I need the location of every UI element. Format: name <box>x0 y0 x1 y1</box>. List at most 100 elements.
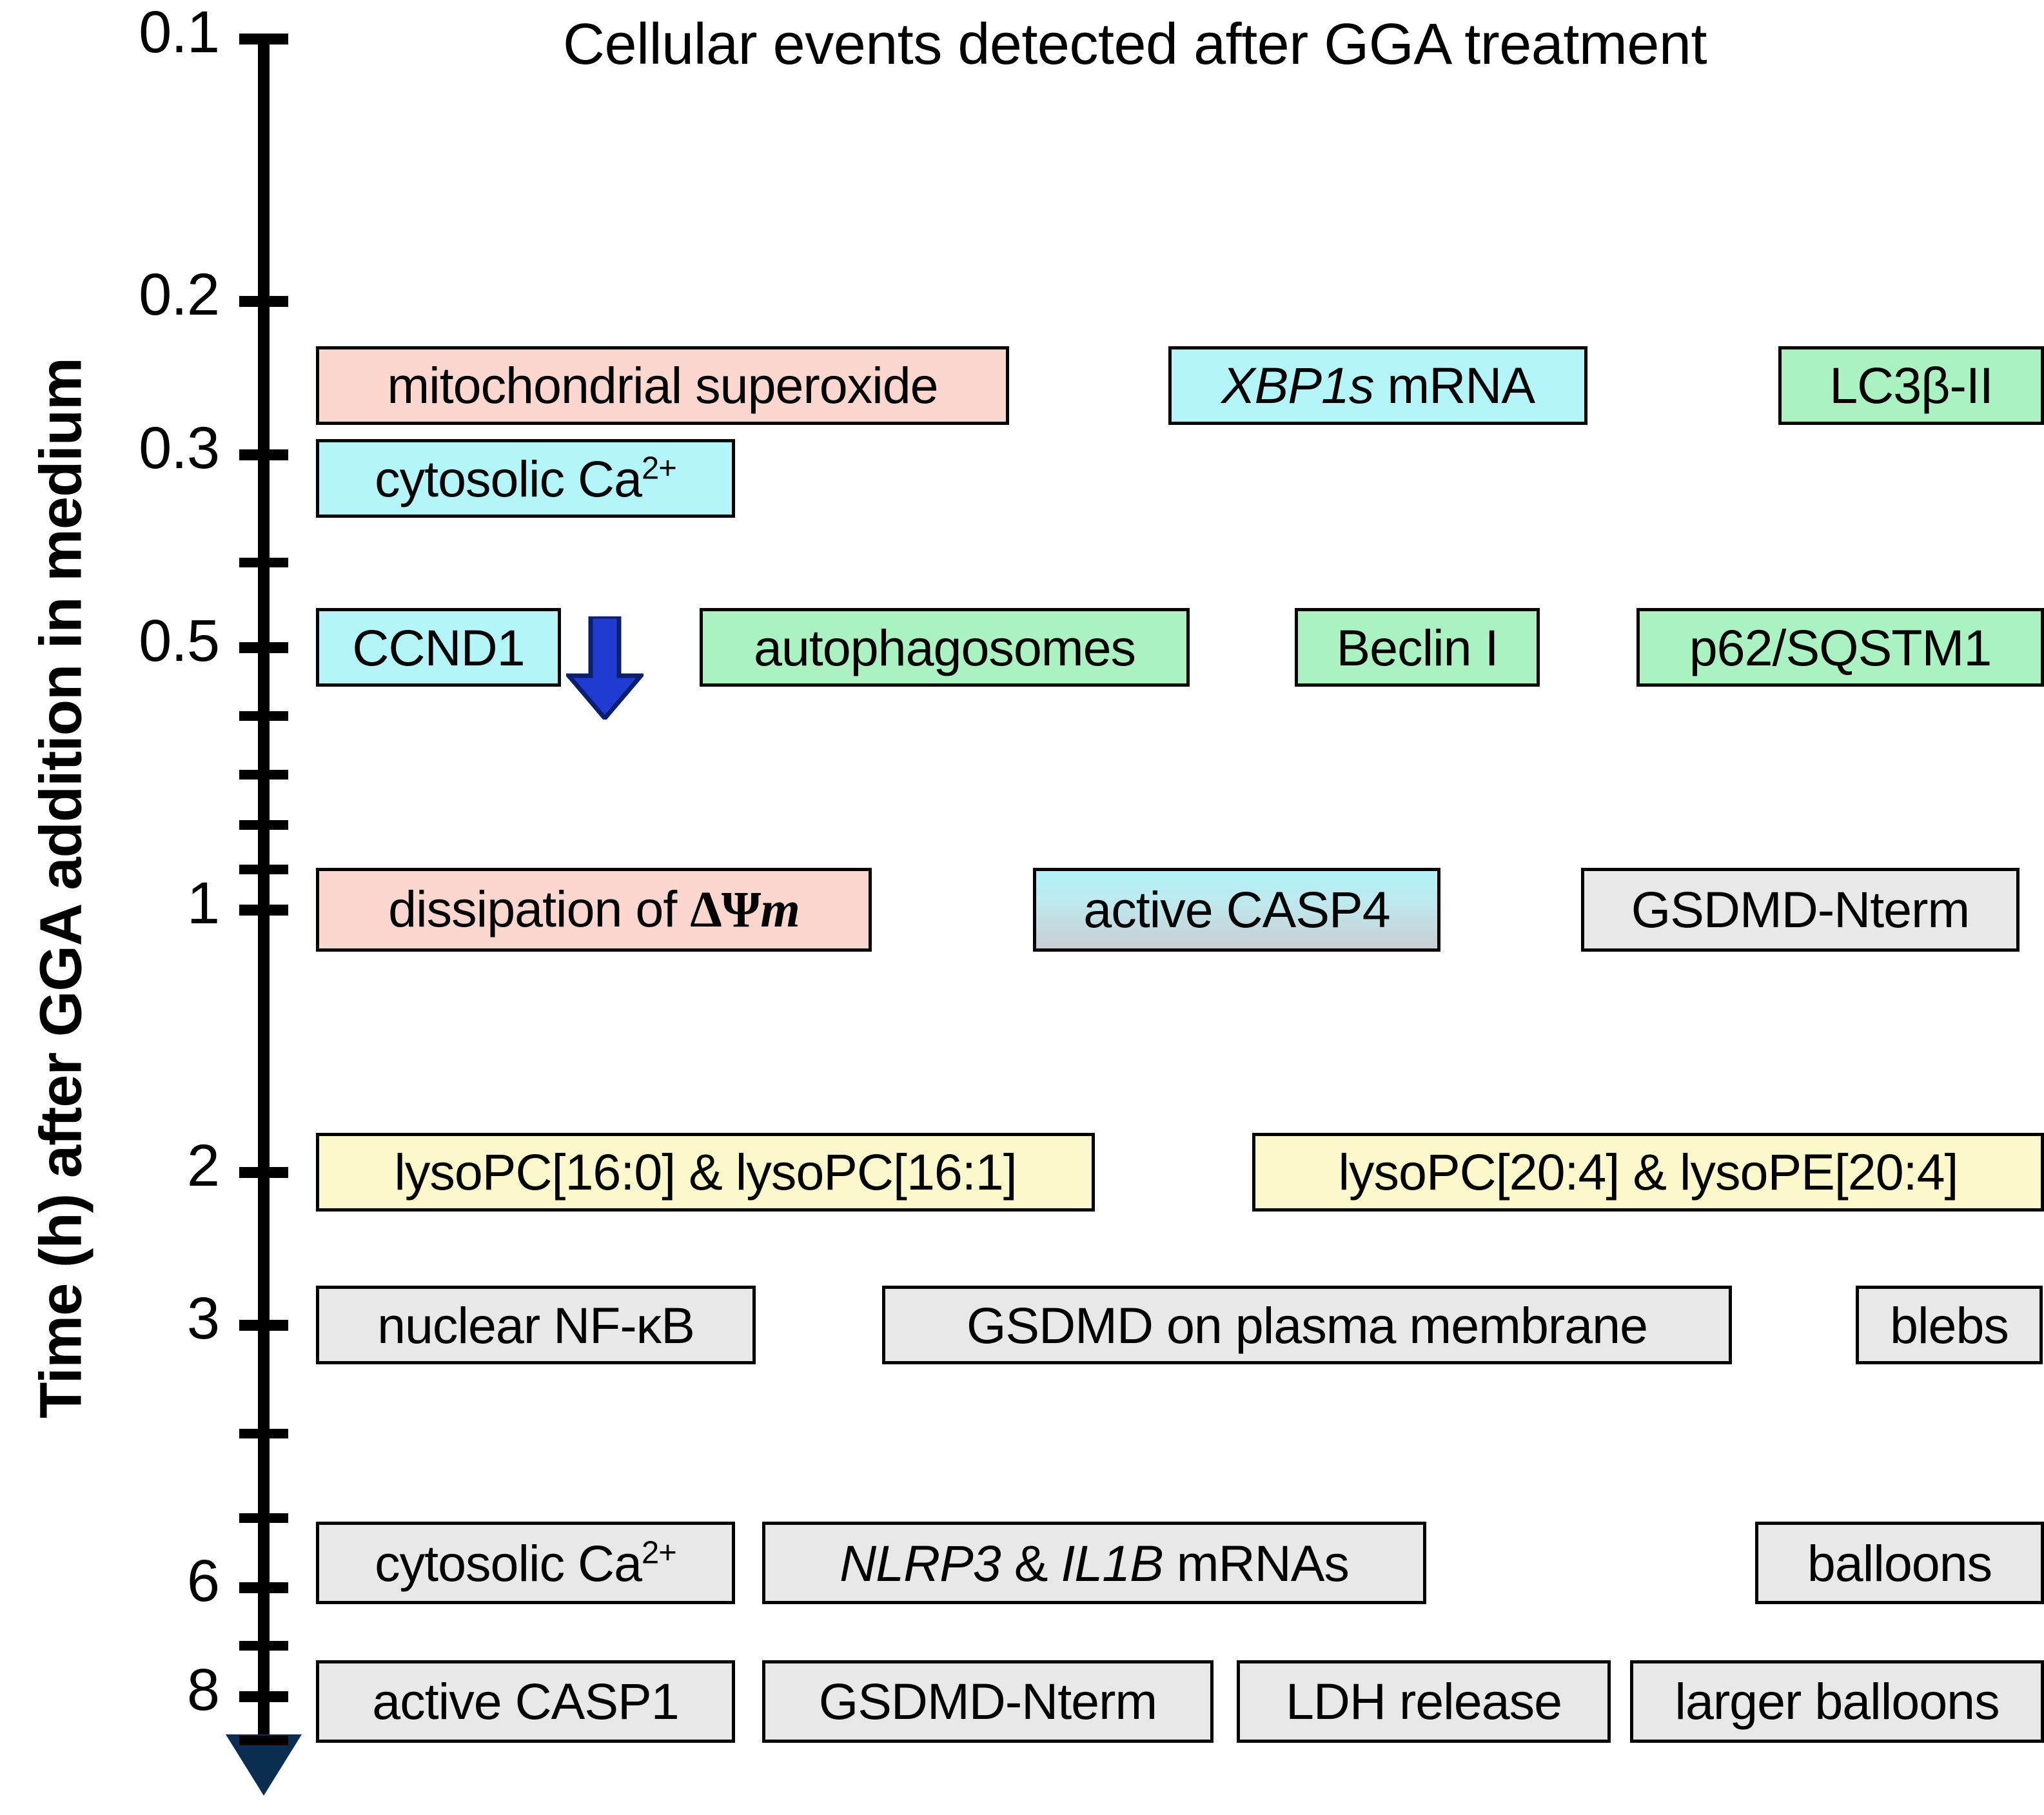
event-label-part: 2+ <box>642 1535 677 1571</box>
axis-tick <box>239 1166 288 1178</box>
event-label: LC3β-II <box>1829 357 1994 415</box>
axis-tick <box>239 1429 288 1439</box>
event-label-part: p62/SQSTM1 <box>1689 618 1992 676</box>
event-label-part: XBP1s <box>1221 357 1375 415</box>
event-label-part: GSDMD-Nterm <box>1631 881 1970 939</box>
event-label: nuclear NF-κB <box>377 1296 695 1354</box>
event-label-part: cytosolic Ca <box>375 449 642 507</box>
event-label: mitochondrial superoxide <box>387 360 938 411</box>
axis-tick-label: 1 <box>186 870 220 936</box>
event-label: cytosolic Ca2+ <box>375 449 677 507</box>
event-box-gsdmd-nterm-8h: GSDMD-Nterm <box>762 1660 1214 1743</box>
event-box-nlrp3-il1b-mrnas: NLRP3 & IL1B mRNAs <box>762 1522 1426 1605</box>
axis-tick <box>239 642 288 654</box>
event-label-part: active CASP4 <box>1083 881 1390 939</box>
event-label-part: mRNA <box>1373 357 1535 415</box>
event-label-part: lysoPC[16:0] & lysoPC[16:1] <box>394 1143 1017 1201</box>
event-label-part: Beclin I <box>1336 618 1499 676</box>
axis-tick-label: 0.2 <box>139 261 220 328</box>
event-label-part: ΔΨ <box>690 882 761 939</box>
axis-tick-label: 8 <box>186 1656 220 1723</box>
event-label-part: cytosolic Ca <box>375 1534 642 1592</box>
axis-tick-label: 2 <box>186 1132 220 1199</box>
event-box-active-casp1: active CASP1 <box>316 1660 735 1743</box>
event-label-part: balloons <box>1807 1534 1992 1592</box>
event-label-part: LDH release <box>1285 1673 1562 1731</box>
axis-tick <box>239 904 288 916</box>
event-box-lysopc-16: lysoPC[16:0] & lysoPC[16:1] <box>316 1132 1095 1212</box>
event-label: p62/SQSTM1 <box>1689 622 1992 673</box>
event-label-part: GSDMD-Nterm <box>818 1673 1157 1731</box>
axis-tick-label: 0.3 <box>139 415 220 481</box>
event-box-mitochondrial-superoxide: mitochondrial superoxide <box>316 346 1009 425</box>
event-label: GSDMD-Nterm <box>1631 881 1970 939</box>
event-label-part: nuclear NF-κB <box>377 1296 695 1354</box>
axis-tick <box>239 1582 288 1594</box>
event-box-dissipation-psi-m: dissipation of ΔΨm <box>316 867 872 952</box>
event-label-part: 2+ <box>642 451 677 486</box>
event-box-ccnd1: CCND1 <box>316 608 561 687</box>
axis-tick-label: 6 <box>186 1548 220 1614</box>
event-label: lysoPC[20:4] & lysoPE[20:4] <box>1338 1146 1958 1197</box>
event-label: active CASP4 <box>1083 884 1390 935</box>
axis-tick-label: 0.1 <box>139 0 220 65</box>
event-label-part: IL1B <box>1061 1534 1164 1592</box>
event-label: CCND1 <box>352 618 525 676</box>
event-box-cytosolic-ca-early: cytosolic Ca2+ <box>316 439 735 518</box>
event-label: LDH release <box>1286 1676 1562 1727</box>
axis-tick <box>239 769 288 780</box>
event-label: Beclin I <box>1336 618 1499 676</box>
event-label: autophagosomes <box>753 618 1136 676</box>
event-label-part: mitochondrial superoxide <box>387 357 938 415</box>
event-label-part: blebs <box>1890 1296 2009 1354</box>
event-label: cytosolic Ca2+ <box>375 1534 677 1592</box>
axis-tick <box>239 1640 288 1651</box>
event-label-part: mRNAs <box>1163 1534 1350 1592</box>
event-box-gsdmd-nterm-1h: GSDMD-Nterm <box>1581 867 2019 952</box>
axis-tick-label: 0.5 <box>139 608 220 674</box>
event-label-part: NLRP3 <box>840 1534 1001 1592</box>
event-label-part: dissipation of <box>388 880 691 938</box>
event-label: balloons <box>1807 1538 1992 1589</box>
event-label-part: active CASP1 <box>372 1673 679 1731</box>
event-box-lysopc-lysope-20-4: lysoPC[20:4] & lysoPE[20:4] <box>1252 1132 2044 1212</box>
event-label: dissipation of ΔΨm <box>388 883 800 936</box>
event-label-part: CCND1 <box>352 618 525 676</box>
axis-tick <box>239 819 288 830</box>
event-box-cytosolic-ca-late: cytosolic Ca2+ <box>316 1522 735 1605</box>
event-box-blebs: blebs <box>1856 1286 2043 1365</box>
event-box-balloons: balloons <box>1755 1522 2044 1605</box>
event-label-part: LC3β-II <box>1829 357 1994 415</box>
event-box-xbp1s-mrna: XBP1s mRNA <box>1168 346 1587 425</box>
event-box-larger-balloons: larger balloons <box>1630 1660 2044 1743</box>
event-label-part: m <box>760 882 800 939</box>
axis-tick <box>239 34 288 44</box>
event-label-part: & <box>1000 1534 1061 1592</box>
event-box-active-casp4: active CASP4 <box>1033 867 1440 952</box>
event-box-nuclear-nf-kb: nuclear NF-κB <box>316 1286 756 1365</box>
event-label: active CASP1 <box>372 1673 679 1731</box>
axis-tick <box>239 558 288 568</box>
event-box-autophagosomes: autophagosomes <box>700 608 1190 687</box>
event-label-part: autophagosomes <box>753 618 1136 676</box>
event-box-gsdmd-plasma-membrane: GSDMD on plasma membrane <box>882 1286 1732 1365</box>
event-label: GSDMD on plasma membrane <box>966 1296 1648 1354</box>
page-title: Cellular events detected after GGA treat… <box>563 12 1707 77</box>
down-arrow-icon <box>566 616 644 720</box>
axis-tick <box>239 1691 288 1702</box>
event-label: larger balloons <box>1675 1676 2000 1727</box>
axis-tick-label: 3 <box>186 1286 220 1352</box>
axis-tick <box>239 711 288 721</box>
event-label: GSDMD-Nterm <box>819 1676 1157 1727</box>
event-label: blebs <box>1890 1300 2009 1351</box>
event-label: XBP1s mRNA <box>1221 360 1535 411</box>
event-box-p62-sqstm1: p62/SQSTM1 <box>1636 608 2044 687</box>
event-box-ldh-release: LDH release <box>1237 1660 1611 1743</box>
axis-tick <box>239 295 288 307</box>
axis-tick <box>239 1736 288 1745</box>
event-label: NLRP3 & IL1B mRNAs <box>840 1534 1350 1592</box>
time-axis-line <box>258 39 270 1747</box>
event-label-part: GSDMD on plasma membrane <box>966 1296 1648 1354</box>
event-box-lc3b-ii: LC3β-II <box>1778 346 2044 425</box>
